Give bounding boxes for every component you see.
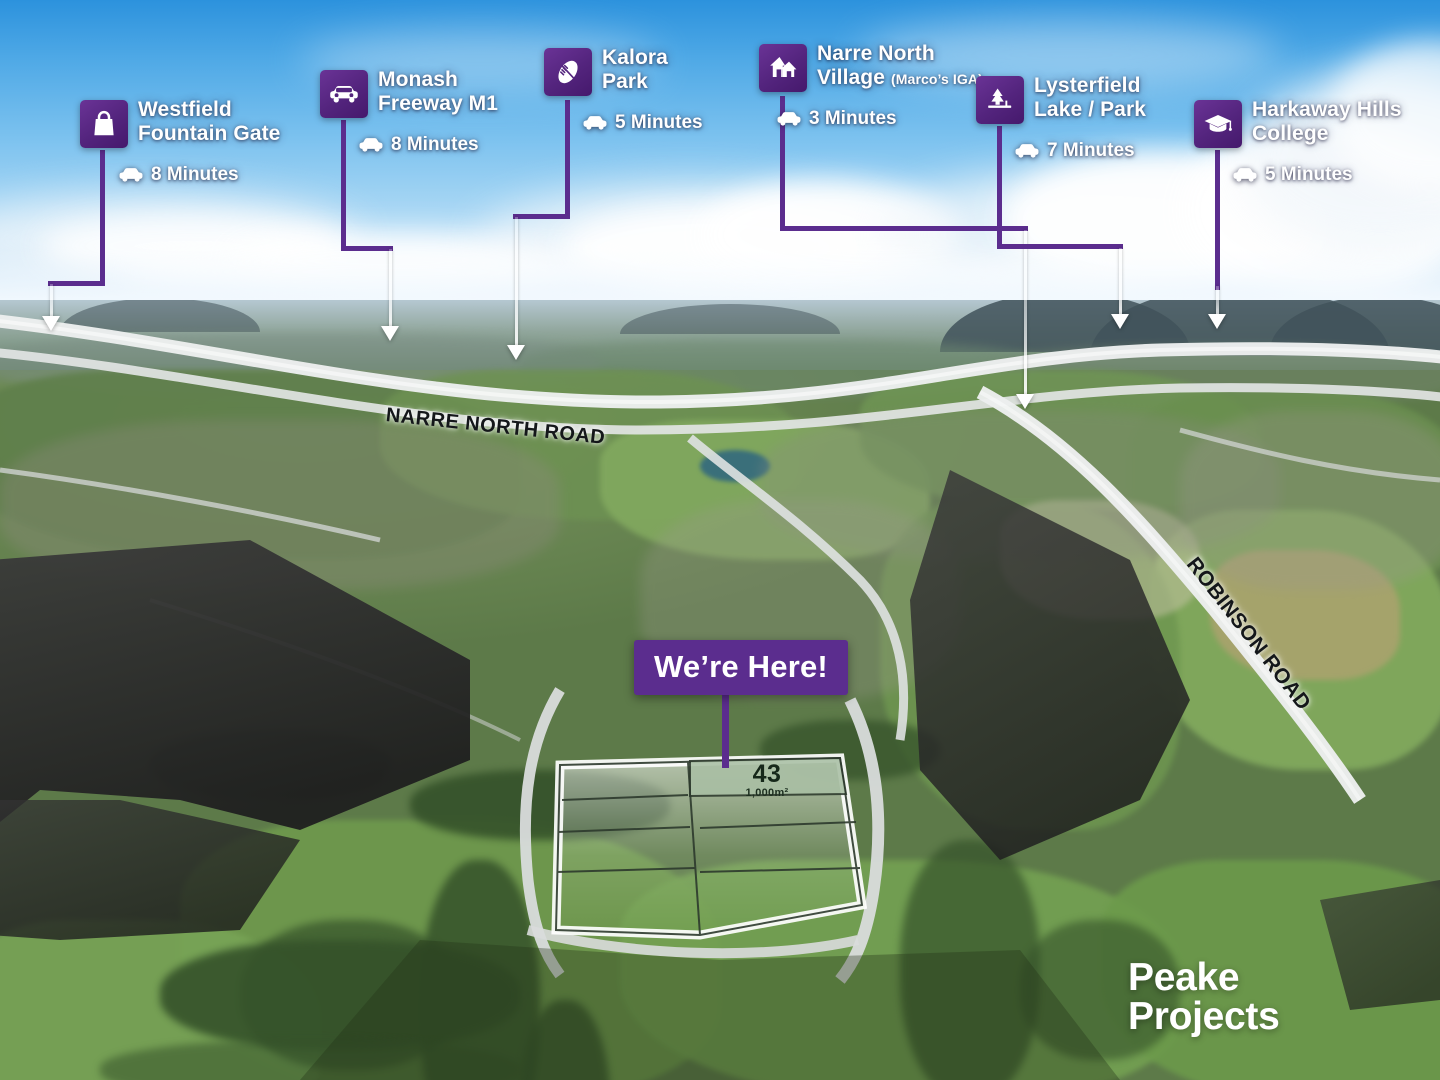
car-icon xyxy=(320,70,368,118)
callout-label: We’re Here! xyxy=(654,649,828,684)
lot-number: 43 xyxy=(752,760,782,788)
car-icon xyxy=(777,112,801,126)
poi-drive-time-kalora: 5 Minutes xyxy=(582,112,703,134)
lot-label-43: 43 1,000m² xyxy=(712,762,822,800)
poi-drive-time-harkaway: 5 Minutes xyxy=(1232,164,1353,186)
poi-label-monash: Monash Freeway M1 xyxy=(378,68,498,116)
poi-time-text: 3 Minutes xyxy=(809,108,897,129)
poi-pin-lysterfield-lake-park[interactable]: Lysterfield Lake / Park 7 Minutes xyxy=(976,74,1146,161)
poi-drive-time-lysterfield: 7 Minutes xyxy=(1014,140,1135,162)
poi-time-text: 5 Minutes xyxy=(615,112,703,133)
poi-label-narre-north-village: Narre North Village (Marco’s IGA) xyxy=(817,42,983,91)
leader-arrow-monash xyxy=(381,326,399,341)
poi-label-harkaway: Harkaway Hills College xyxy=(1252,98,1402,146)
poi-line1: Lysterfield xyxy=(1034,74,1141,97)
leader-arrow-harkaway xyxy=(1208,314,1226,329)
poi-time-text: 7 Minutes xyxy=(1047,140,1135,161)
poi-line2: Village xyxy=(817,66,886,89)
logo-line2: Projects xyxy=(1128,995,1280,1038)
poi-pin-harkaway-hills-college[interactable]: Harkaway Hills College 5 Minutes xyxy=(1194,98,1402,185)
poi-pin-monash-freeway-m1[interactable]: Monash Freeway M1 8 Minutes xyxy=(320,68,498,155)
leader-arrow-narre-north-village xyxy=(1016,394,1034,409)
poi-time-text: 8 Minutes xyxy=(151,164,239,185)
pine-tree-park-icon xyxy=(976,76,1024,124)
poi-line1: Monash xyxy=(378,68,458,91)
leader-arrow-westfield xyxy=(42,316,60,331)
football-icon xyxy=(544,48,592,96)
poi-line1: Narre North xyxy=(817,42,935,65)
poi-line1: Harkaway Hills xyxy=(1252,98,1402,121)
poi-sublabel: (Marco’s IGA) xyxy=(891,71,983,87)
poi-line2: Park xyxy=(602,70,648,93)
leader-arrow-lysterfield xyxy=(1111,314,1129,329)
poi-label-lysterfield: Lysterfield Lake / Park xyxy=(1034,74,1146,122)
leader-arrow-kalora xyxy=(507,345,525,360)
poi-time-text: 8 Minutes xyxy=(391,134,479,155)
graduation-cap-icon xyxy=(1194,100,1242,148)
poi-pin-westfield-fountain-gate[interactable]: Westfield Fountain Gate 8 Minutes xyxy=(80,98,280,185)
houses-icon xyxy=(759,44,807,92)
brand-logo: Peake Projects xyxy=(1128,958,1280,1036)
poi-label-kalora: Kalora Park xyxy=(602,46,668,94)
car-icon xyxy=(583,116,607,130)
poi-drive-time-narre-north-village: 3 Minutes xyxy=(776,108,897,130)
car-icon xyxy=(359,138,383,152)
poi-line2: Lake / Park xyxy=(1034,98,1147,121)
poi-drive-time-monash: 8 Minutes xyxy=(358,134,479,156)
poi-line2: Fountain Gate xyxy=(138,122,281,145)
poi-line1: Kalora xyxy=(602,46,668,69)
callout-stem xyxy=(722,690,729,768)
poi-drive-time-westfield: 8 Minutes xyxy=(118,164,239,186)
poi-line2: College xyxy=(1252,122,1329,145)
poi-line2: Freeway M1 xyxy=(378,92,499,115)
we-are-here-callout[interactable]: We’re Here! xyxy=(634,640,848,695)
lot-area: 1,000m² xyxy=(745,787,789,799)
poi-label-westfield: Westfield Fountain Gate xyxy=(138,98,280,146)
poi-pin-narre-north-village[interactable]: Narre North Village (Marco’s IGA) 3 Minut… xyxy=(759,42,983,129)
poi-line1: Westfield xyxy=(138,98,232,121)
logo-line1: Peake xyxy=(1128,956,1240,999)
poi-time-text: 5 Minutes xyxy=(1265,164,1353,185)
shopping-bag-icon xyxy=(80,100,128,148)
car-icon xyxy=(1015,144,1039,158)
car-icon xyxy=(1233,168,1257,182)
car-icon xyxy=(119,168,143,182)
poi-pin-kalora-park[interactable]: Kalora Park 5 Minutes xyxy=(544,46,703,133)
